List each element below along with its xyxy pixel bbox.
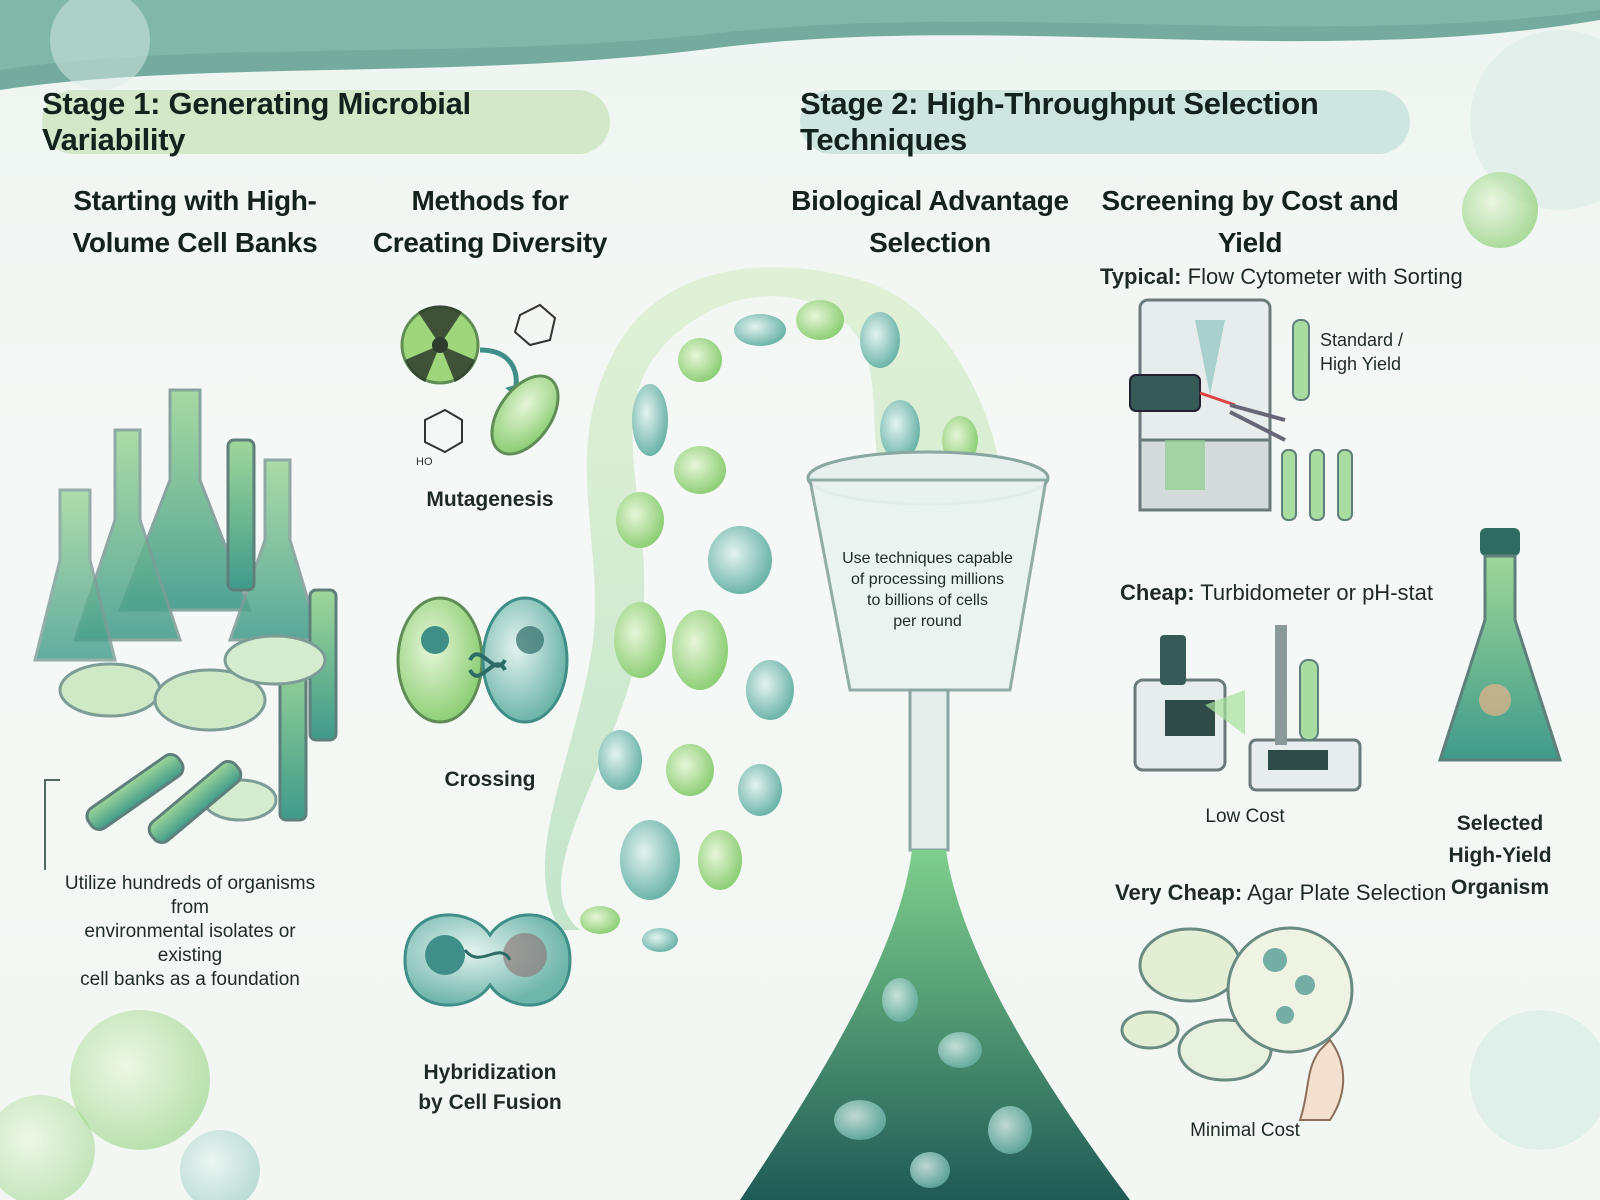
- cell-banks-heading-line1: Starting with High-: [73, 185, 317, 216]
- screening-very-cheap-tier: Very Cheap:: [1115, 880, 1243, 905]
- selected-organism-line3: Organism: [1450, 876, 1550, 899]
- selected-organism-label: Selected High-Yield Organism: [1430, 808, 1570, 904]
- cellbank-note: Utilize hundreds of organisms from envir…: [55, 872, 325, 992]
- stage-2-title: Stage 2: High-Throughput Selection Techn…: [800, 86, 1410, 157]
- minimal-cost-label: Minimal Cost: [1190, 1120, 1300, 1141]
- crossing-label: Crossing: [444, 768, 536, 791]
- biological-selection-heading-line1: Biological Advantage: [791, 185, 1069, 216]
- chem-label: HO: [416, 456, 433, 468]
- cellbank-note-line1: Utilize hundreds of organisms from: [64, 873, 316, 918]
- screening-cheap: Cheap: Turbidometer or pH-stat: [1120, 580, 1433, 606]
- screening-very-cheap-method: Agar Plate Selection: [1242, 880, 1447, 905]
- screening-typical-tier: Typical:: [1100, 264, 1182, 289]
- funnel-text-line3: to billions of cells: [867, 592, 988, 609]
- crossing-illustration: [396, 596, 569, 724]
- funnel-text-line1: Use techniques capable: [842, 550, 1013, 567]
- agar-plates-illustration: [1120, 926, 1354, 1121]
- stage-1-title: Stage 1: Generating Microbial Variabilit…: [42, 86, 610, 157]
- yield-label: Standard / High Yield: [1320, 328, 1430, 376]
- diversity-methods-heading-line2: Creating Diversity: [372, 227, 608, 258]
- screening-heading: Screening by Cost and Yield: [1101, 185, 1399, 258]
- selected-organism-line1: Selected: [1456, 812, 1544, 835]
- screening-cheap-method: Turbidometer or pH-stat: [1194, 580, 1433, 605]
- hybridization-label-line1: Hybridization: [423, 1061, 557, 1084]
- turbidometer-illustration: [1133, 625, 1362, 792]
- output-flow: [740, 850, 1130, 1200]
- cellbank-note-line2: environmental isolates or existing: [84, 921, 296, 966]
- flow-cytometer-illustration: [1129, 298, 1353, 521]
- selected-organism-line2: High-Yield: [1448, 844, 1552, 867]
- diversity-methods-heading: Methods for Creating Diversity: [370, 180, 610, 264]
- screening-typical-method: Flow Cytometer with Sorting: [1181, 264, 1463, 289]
- mutagenesis-illustration: [400, 303, 560, 456]
- funnel: [806, 450, 1050, 852]
- funnel-text: Use techniques capable of processing mil…: [840, 548, 1015, 632]
- diversity-methods-heading-line1: Methods for: [411, 185, 569, 216]
- screening-very-cheap: Very Cheap: Agar Plate Selection: [1115, 880, 1446, 906]
- hybridization-illustration: [403, 913, 572, 1007]
- yield-label-line1: Standard /: [1320, 330, 1404, 350]
- biological-selection-heading-line2: Selection: [869, 227, 991, 258]
- yield-label-line2: High Yield: [1320, 354, 1402, 374]
- cellbank-note-line3: cell banks as a foundation: [80, 969, 300, 990]
- funnel-text-line2: of processing millions: [851, 571, 1004, 588]
- cell-banks-heading: Starting with High- Volume Cell Banks: [50, 180, 340, 264]
- selected-flask-illustration: [1437, 528, 1563, 762]
- mutagenesis-label: Mutagenesis: [426, 488, 554, 511]
- cell-banks-heading-line2: Volume Cell Banks: [72, 227, 318, 258]
- funnel-text-line4: per round: [893, 613, 962, 630]
- low-cost-label: Low Cost: [1205, 806, 1285, 827]
- screening-cheap-tier: Cheap:: [1120, 580, 1195, 605]
- biological-selection-heading: Biological Advantage Selection: [790, 180, 1070, 264]
- flasks-illustration: [33, 388, 338, 870]
- screening-typical: Typical: Flow Cytometer with Sorting: [1100, 264, 1463, 290]
- hybridization-label-line2: by Cell Fusion: [418, 1091, 562, 1114]
- hybridization-label: Hybridization by Cell Fusion: [390, 1058, 590, 1118]
